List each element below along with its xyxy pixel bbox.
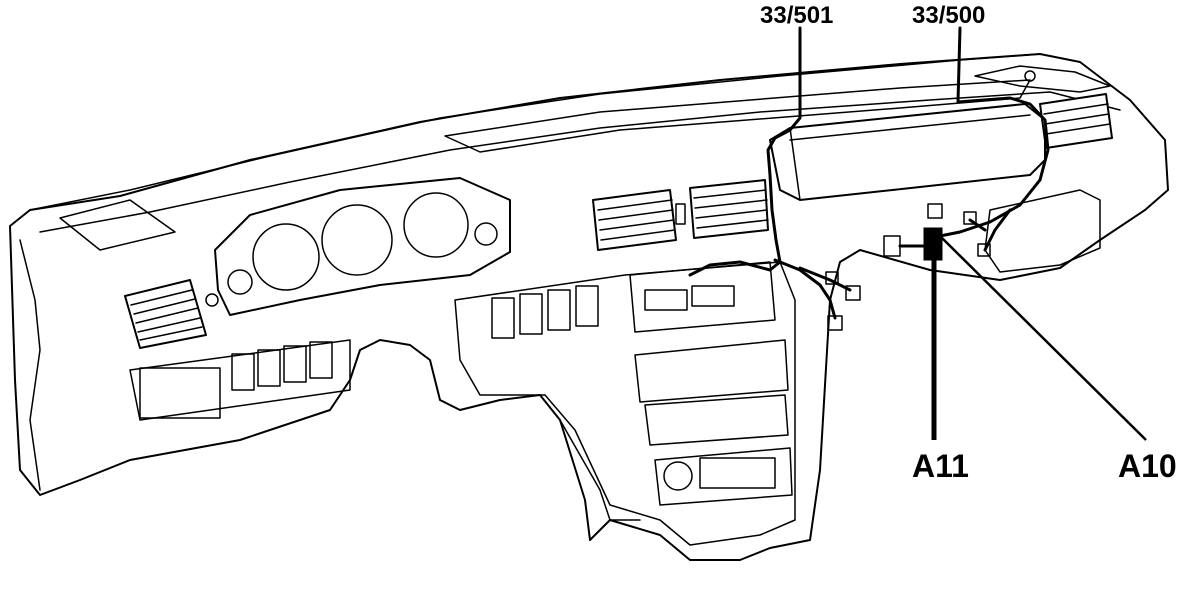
leader-a10 [939, 235, 1147, 441]
center-vent-right [689, 179, 769, 239]
console-switch-4 [575, 285, 599, 327]
gauge-speedometer [321, 204, 393, 276]
center-vent-left-louvers [597, 199, 676, 241]
defrost-vent-panel [444, 79, 1031, 153]
lower-console-tunnel [559, 419, 641, 541]
radio-slot-1 [634, 339, 789, 403]
switch-2 [257, 349, 281, 387]
console-switch-2 [519, 293, 543, 335]
center-vent-right-louvers [693, 189, 769, 229]
radio-slot-2 [644, 394, 789, 446]
harness-33-501-branch [773, 258, 837, 320]
sensor-dot [1024, 70, 1036, 82]
left-end-panel [19, 239, 41, 491]
left-speaker-cover [59, 199, 176, 251]
dashboard-top-edge [29, 53, 1041, 211]
right-vent-louvers [1043, 103, 1111, 135]
plug-501-c [825, 271, 839, 285]
connector-left [644, 289, 688, 311]
glovebox [984, 189, 1101, 273]
climate-display [699, 457, 776, 489]
connector-panel [629, 261, 776, 333]
gauge-left [252, 223, 320, 291]
gauge-tachometer [403, 192, 469, 258]
climate-knob [663, 461, 693, 491]
gauge-small-left [227, 269, 253, 295]
plug-500-b [963, 211, 977, 225]
harness-33-501-branch-b [798, 266, 852, 292]
callout-33-501: 33/501 [760, 2, 834, 29]
callout-33-500: 33/500 [912, 2, 986, 29]
center-console-frame [454, 261, 796, 546]
right-air-vent [1039, 93, 1113, 149]
console-switch-3 [547, 289, 571, 331]
gauge-small-right [474, 222, 498, 246]
plug-501-a [827, 315, 843, 331]
right-speaker-cover [974, 65, 1111, 93]
hazard-switch [675, 203, 686, 225]
dashboard-crown [39, 91, 1121, 233]
storage-left [139, 367, 221, 419]
switch-4 [309, 341, 333, 379]
airbag-module-edge [789, 114, 1031, 201]
callout-a10: A10 [1118, 448, 1177, 484]
center-vent-left [592, 189, 677, 251]
callout-a11: A11 [912, 448, 969, 484]
instrument-cluster-hood [214, 177, 511, 316]
connector-right [691, 285, 735, 307]
plug-500-a [927, 203, 943, 219]
component-a11 [923, 227, 943, 261]
climate-panel [654, 447, 793, 506]
plug-500-c [977, 243, 991, 257]
switch-1 [231, 353, 255, 391]
console-switch-1 [491, 297, 515, 339]
plug-501-b [845, 285, 861, 301]
left-vent-knob [205, 293, 219, 307]
left-vent-louvers [130, 289, 203, 341]
switch-3 [283, 345, 307, 383]
harness-33-501 [688, 26, 802, 277]
